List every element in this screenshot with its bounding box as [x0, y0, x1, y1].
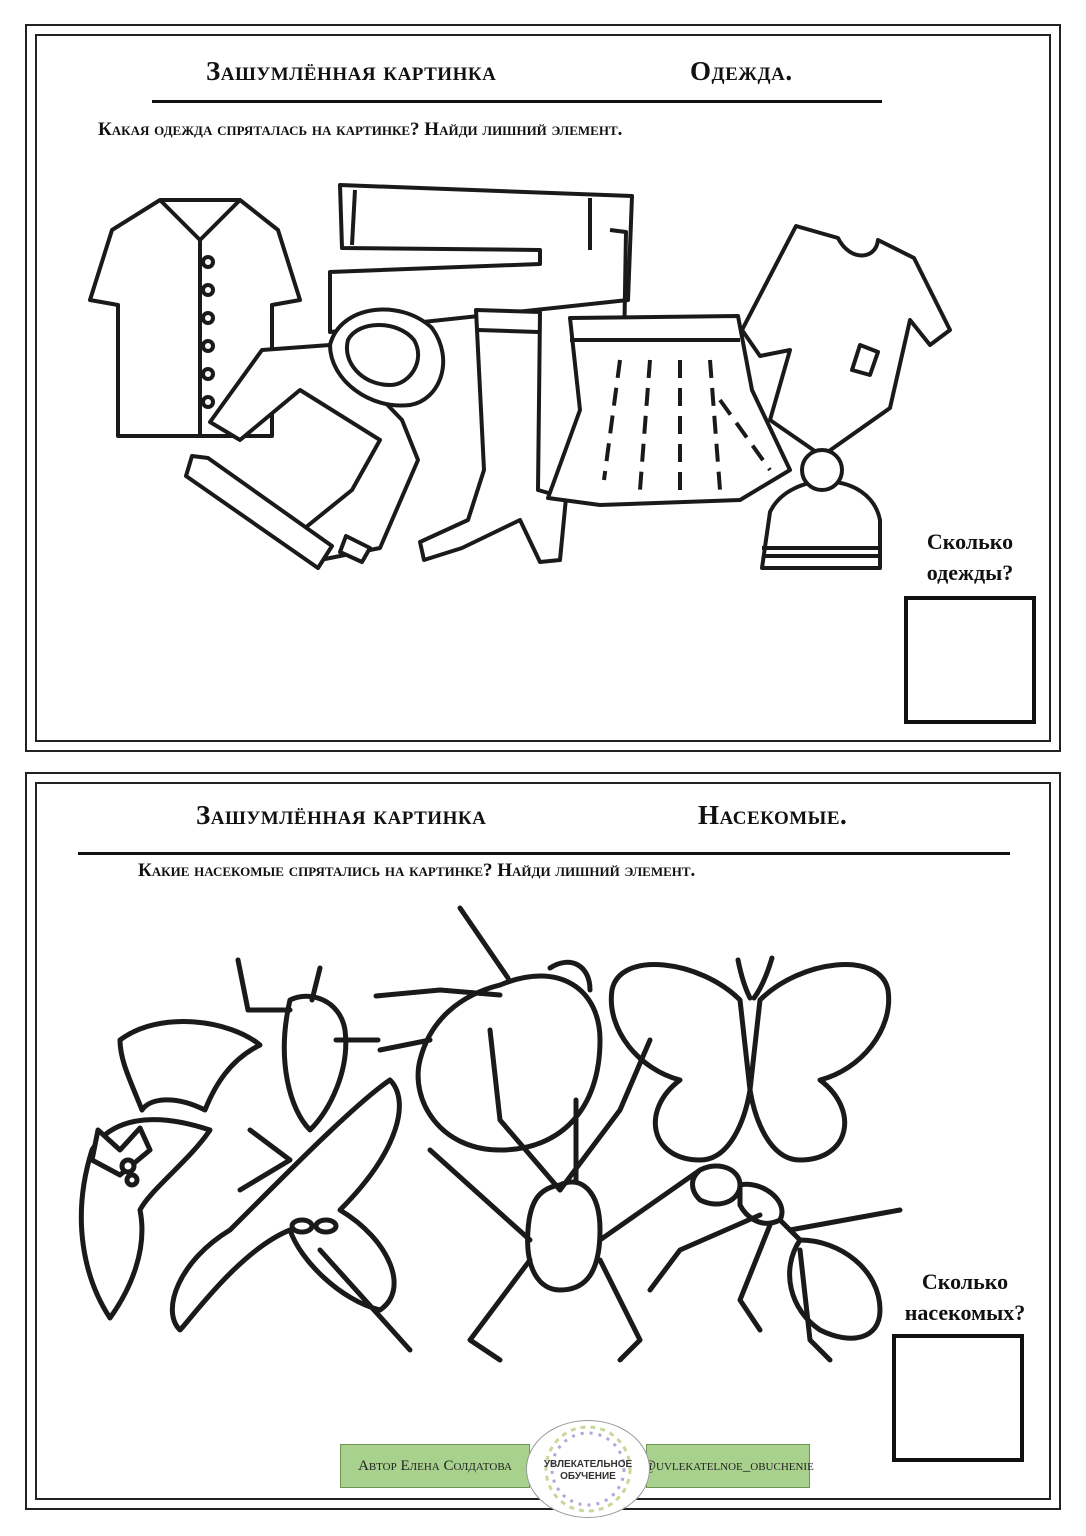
card-inner-border: [35, 34, 1051, 742]
fly-icon: [235, 957, 381, 1193]
logo-ring-icon: [544, 1425, 632, 1513]
insects-answer-box[interactable]: [892, 1334, 1024, 1462]
insects-title-underline: [78, 852, 1010, 855]
author-badge: Автор Елена Солдатова: [340, 1444, 530, 1488]
clothes-count-line2: одежды?: [926, 560, 1014, 585]
insects-count-line2: насекомых?: [904, 1300, 1026, 1325]
logo-text-line1: Увлекательное: [543, 1459, 633, 1470]
skirt-icon: [546, 314, 792, 507]
clothes-question: Какая одежда спряталась на картинке? Най…: [98, 119, 623, 140]
clothes-count-label: Сколько одежды?: [906, 526, 1034, 588]
tshirt-icon: [740, 224, 952, 458]
ant-icon: [647, 1163, 903, 1363]
spider-icon: [427, 1027, 703, 1363]
clothes-title: Зашумлённая картинка: [206, 56, 497, 86]
brand-logo: Увлекательное обучение: [526, 1420, 650, 1518]
boot-icon: [418, 308, 568, 564]
bat-icon: [78, 1019, 263, 1321]
clothes-title-underline: [152, 100, 882, 103]
insects-count-line1: Сколько: [921, 1269, 1009, 1294]
hat-icon: [760, 448, 882, 570]
social-handle-badge[interactable]: @uvlekatelnoe_obuchenie: [642, 1444, 814, 1488]
clothes-noisy-picture: [88, 183, 952, 570]
clothes-topic: Одежда.: [690, 56, 793, 86]
logo-text: Увлекательное обучение: [527, 1459, 649, 1483]
beetle-icon: [373, 905, 603, 1153]
worksheet-card-clothes: [25, 24, 1061, 752]
dragonfly-icon: [169, 1077, 413, 1353]
insects-title: Зашумлённая картинка: [196, 800, 487, 830]
clothes-count-line1: Сколько: [926, 529, 1014, 554]
insects-count-label: Сколько насекомых?: [890, 1266, 1040, 1328]
logo-text-line2: обучение: [560, 1471, 616, 1482]
insects-topic: Насекомые.: [698, 800, 848, 830]
jacket-icon: [184, 307, 446, 570]
trousers-icon: [328, 183, 634, 352]
clothes-answer-box[interactable]: [904, 596, 1036, 724]
insects-question: Какие насекомые спрятались на картинке? …: [138, 860, 696, 881]
butterfly-icon: [608, 955, 892, 1163]
